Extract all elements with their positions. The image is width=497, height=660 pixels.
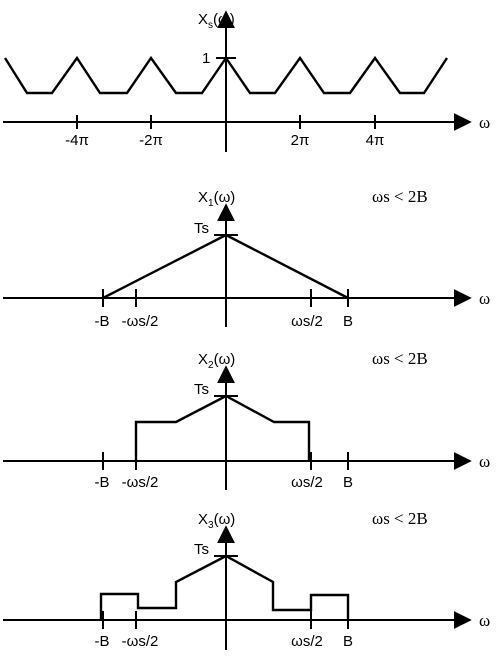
panel-1-peak-label: Ts (194, 220, 209, 237)
panel-2-title: X2(ω) (198, 351, 235, 371)
panel-2-label-neg-half-ws: -ωs/2 (122, 474, 159, 491)
panel-1-condition: ωs < 2B (372, 187, 428, 206)
panel-3-x3 (3, 525, 472, 650)
panel-2-x2 (3, 365, 472, 490)
panel-3-label-pos-b: B (343, 633, 353, 650)
panel-1-label-pos-half-ws: ωs/2 (291, 313, 323, 330)
panel-2-label-pos-b: B (343, 474, 353, 491)
top-plot-tick-label-4pi: 4π (366, 132, 385, 149)
top-plot-title: Xs(ω) (198, 11, 235, 31)
panel-2-condition: ωs < 2B (372, 349, 428, 368)
top-plot-tick-label-minus-4pi: -4π (65, 132, 89, 149)
top-plot-omega-label: ω (479, 113, 490, 132)
panel-2-omega-label: ω (479, 452, 490, 471)
panel-1-omega-label: ω (479, 289, 490, 308)
panel-1-label-pos-b: B (343, 313, 353, 330)
panel-2-folded-spectrum (134, 394, 311, 461)
top-plot-xs (3, 10, 472, 152)
panel-1-label-neg-b: -B (95, 313, 110, 330)
top-plot-tick-label-minus-2pi: -2π (139, 132, 163, 149)
panel-3-label-neg-half-ws: -ωs/2 (122, 633, 159, 650)
panel-3-label-neg-b: -B (95, 633, 110, 650)
panel-2-peak-label: Ts (194, 381, 209, 398)
panel-3-label-pos-half-ws: ωs/2 (291, 633, 323, 650)
panel-3-title: X3(ω) (198, 511, 235, 531)
panel-2-label-pos-half-ws: ωs/2 (291, 474, 323, 491)
panel-1-label-neg-half-ws: -ωs/2 (122, 313, 159, 330)
panel-3-omega-label: ω (479, 611, 490, 630)
panel-2-label-neg-b: -B (95, 474, 110, 491)
top-plot-tick-label-2pi: 2π (291, 132, 310, 149)
top-plot-peak-label: 1 (202, 50, 210, 67)
panel-1-title: X1(ω) (198, 189, 235, 209)
panel-3-condition: ωs < 2B (372, 509, 428, 528)
panel-1-x1 (3, 203, 472, 327)
panel-3-aliased-spectrum (99, 554, 350, 620)
panel-3-peak-label: Ts (194, 541, 209, 558)
